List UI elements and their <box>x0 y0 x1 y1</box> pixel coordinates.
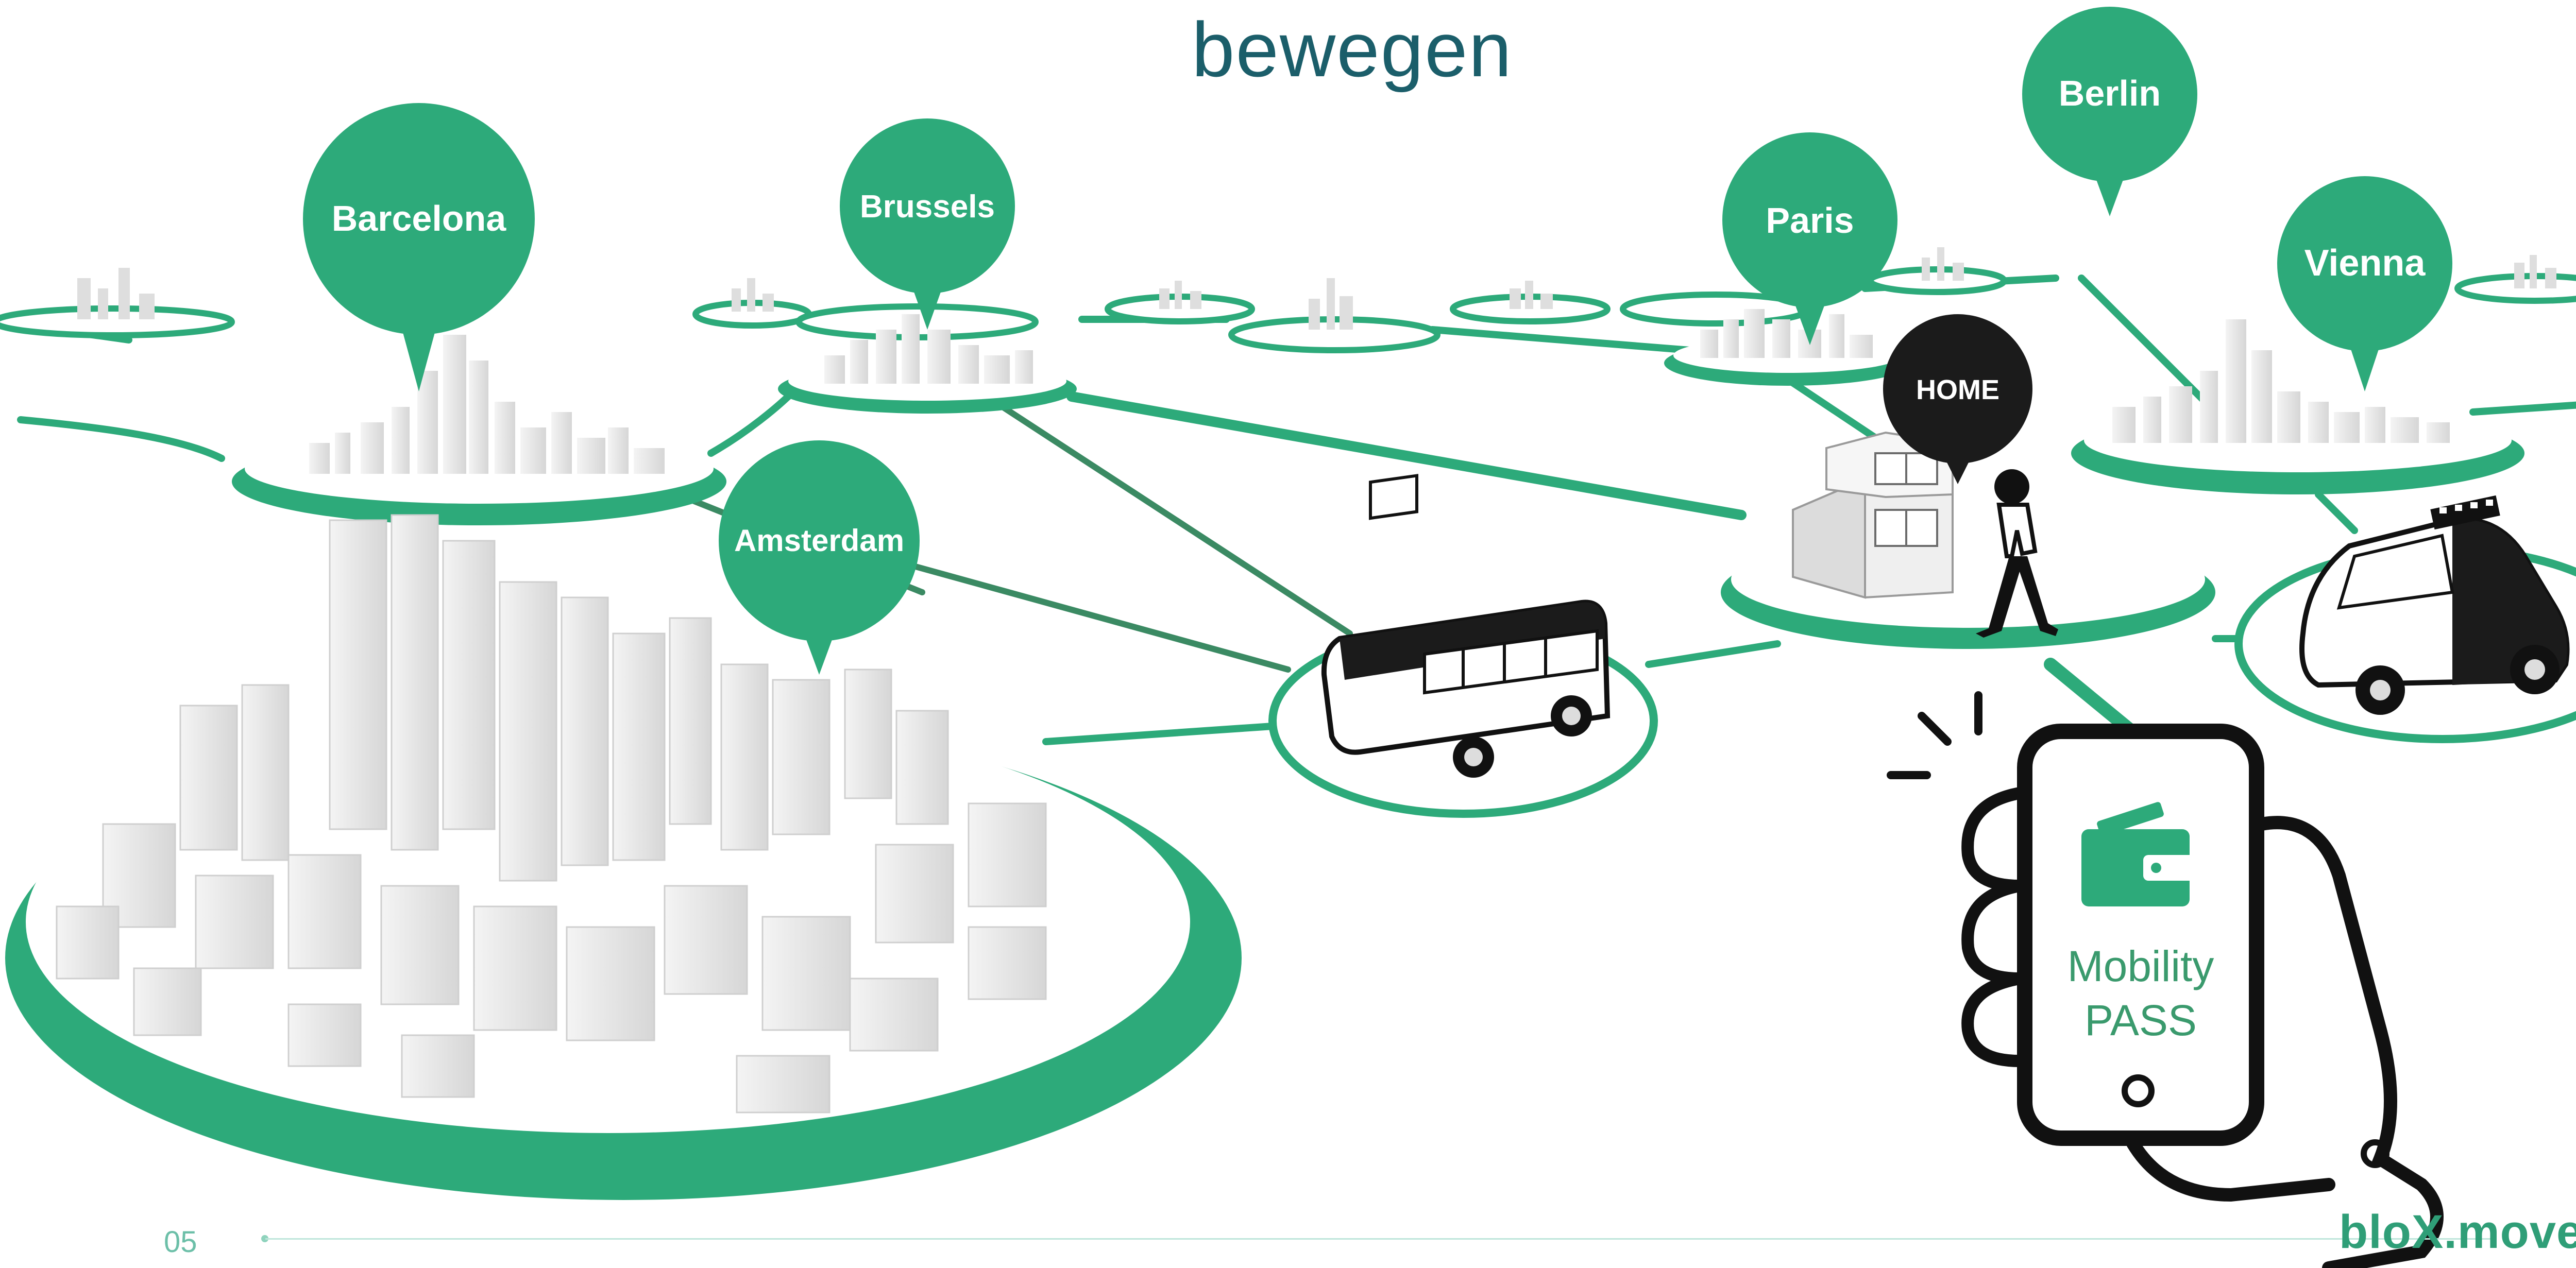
line-barcelona-brussels <box>707 388 797 457</box>
pin-brussels: Brussels <box>840 118 1015 330</box>
pedestrian-icon <box>1976 469 2058 638</box>
line-bus-home <box>1645 640 1781 668</box>
pin-vienna-label: Vienna <box>2304 243 2426 284</box>
pin-amsterdam: Amsterdam <box>719 440 920 675</box>
hub-big-city <box>5 514 1242 1200</box>
pin-brussels-label: Brussels <box>860 189 995 225</box>
line-city-bus <box>1042 723 1276 745</box>
pin-barcelona: Barcelona <box>303 103 535 391</box>
pin-barcelona-label: Barcelona <box>332 198 507 238</box>
page-number: 05 <box>164 1225 197 1259</box>
taxi-icon <box>2299 495 2570 715</box>
hub-paris <box>1664 309 1911 386</box>
distant-skylines <box>77 247 2556 330</box>
slide-title: bewegen <box>1192 6 1513 93</box>
line-brussels-bus <box>976 388 1353 637</box>
pin-berlin: Berlin <box>2022 7 2197 216</box>
hub-brussels <box>778 314 1077 414</box>
phone-in-hand-icon: Mobility PASS <box>1887 691 2444 1268</box>
hub-bus <box>1268 474 1658 818</box>
line-brussels-home <box>1066 391 1747 520</box>
line-paris-home <box>1779 372 1879 441</box>
phone-line2: PASS <box>2084 996 2197 1044</box>
hub-barcelona <box>232 335 726 525</box>
line-berlin-vienna <box>2078 275 2209 405</box>
pin-vienna: Vienna <box>2277 176 2452 391</box>
line-vienna-right <box>2469 401 2576 416</box>
line-hub-paris <box>1429 326 1693 354</box>
phone-line1: Mobility <box>2067 942 2214 990</box>
bus-icon <box>1321 474 1611 778</box>
footer-dot <box>261 1235 268 1242</box>
brand-logo: bloX.move <box>2339 1206 2576 1258</box>
pin-home-label: HOME <box>1916 374 1999 405</box>
pin-paris-label: Paris <box>1766 200 1854 241</box>
line-left-barcelona <box>17 416 225 462</box>
footer-divider <box>265 1238 2496 1240</box>
pin-paris: Paris <box>1722 132 1897 345</box>
line-vienna-taxi <box>2315 491 2358 534</box>
hub-taxi <box>2234 495 2576 743</box>
pin-berlin-label: Berlin <box>2059 73 2161 113</box>
hub-home <box>1721 431 2215 649</box>
pin-home: HOME <box>1883 314 2032 484</box>
pin-amsterdam-label: Amsterdam <box>734 523 904 558</box>
wallet-icon <box>2081 802 2195 906</box>
hub-vienna <box>2071 319 2524 494</box>
